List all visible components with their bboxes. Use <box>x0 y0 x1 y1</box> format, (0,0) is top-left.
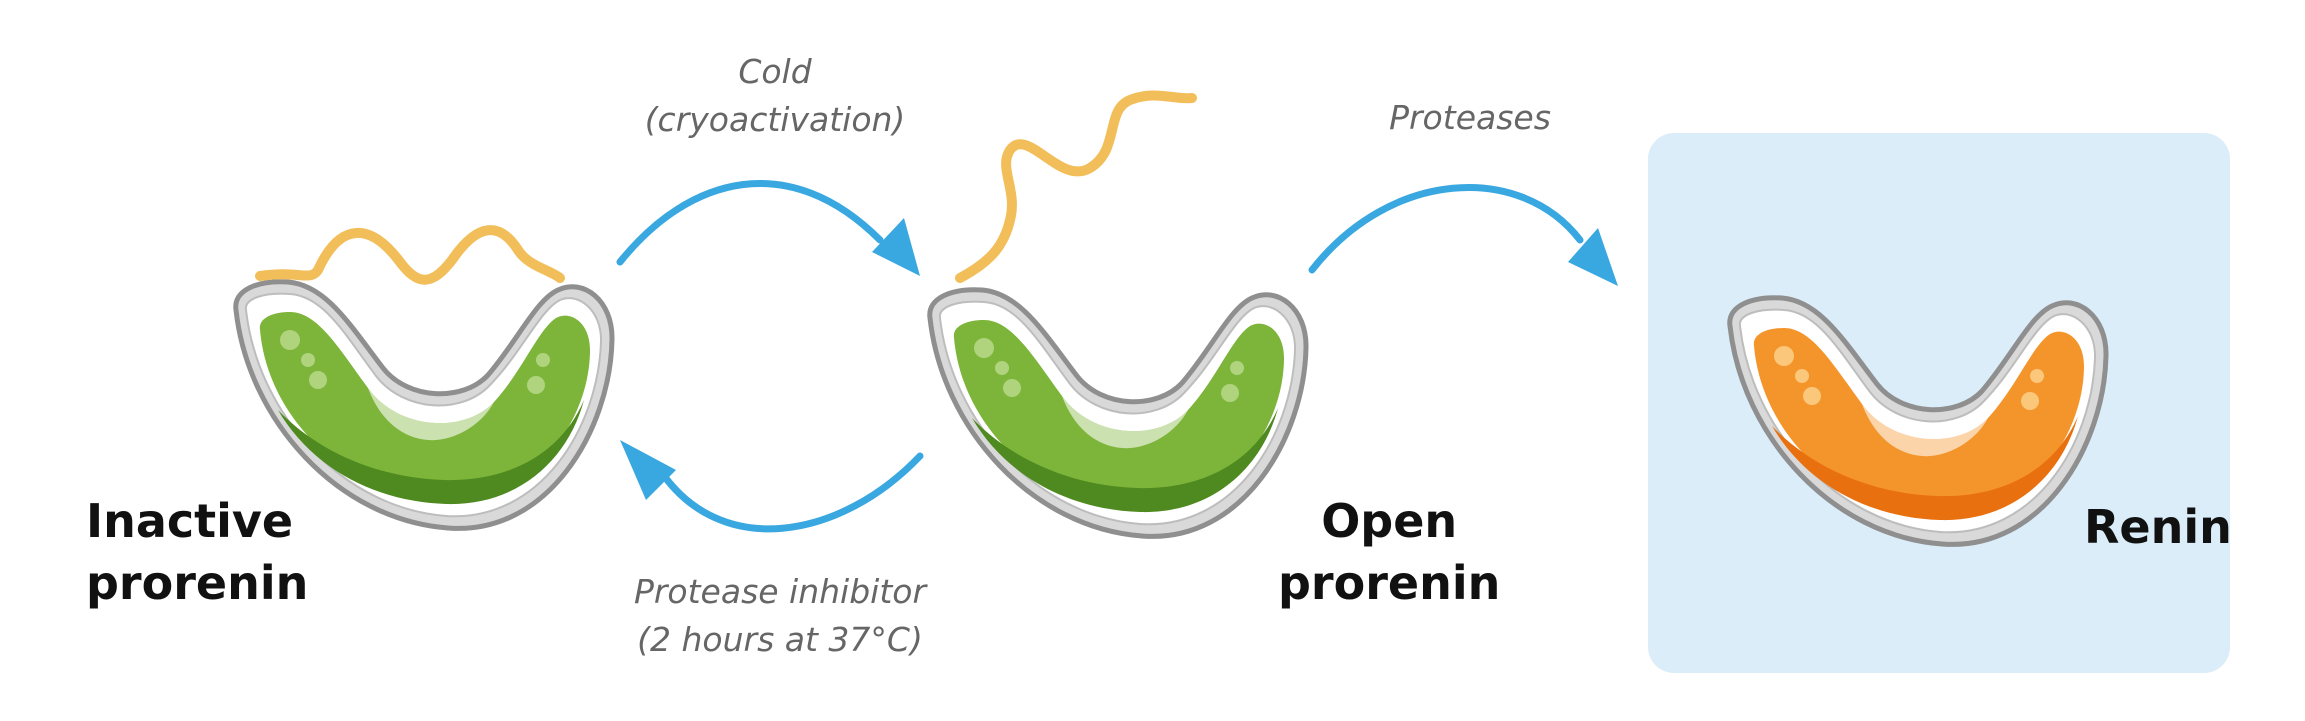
renin-shape <box>1727 295 2109 547</box>
note-inhibitor-line2: (2 hours at 37°C) <box>637 620 923 659</box>
open-prosegment <box>955 90 1197 283</box>
label-renin: Renin <box>2084 496 2232 558</box>
note-cold-line1: Cold <box>738 52 812 91</box>
note-inhibitor: Protease inhibitor (2 hours at 37°C) <box>620 568 940 664</box>
arrow-proteases <box>1308 184 1618 286</box>
label-open-line2: prorenin <box>1278 556 1501 610</box>
open-prorenin-shape <box>927 90 1309 539</box>
note-proteases: Proteases <box>1370 94 1570 142</box>
renin-panel <box>1648 133 2230 673</box>
label-open-line1: Open <box>1321 494 1458 548</box>
label-inactive-line1: Inactive <box>86 494 294 548</box>
label-open-prorenin: Open prorenin <box>1278 490 1500 614</box>
label-inactive-prorenin: Inactive prorenin <box>86 490 308 614</box>
note-cold: Cold (cryoactivation) <box>640 48 910 144</box>
note-inhibitor-line1: Protease inhibitor <box>633 572 927 611</box>
note-proteases-text: Proteases <box>1389 98 1551 137</box>
note-cold-line2: (cryoactivation) <box>644 100 906 139</box>
inactive-prorenin-shape <box>233 225 615 531</box>
arrow-inhibitor <box>620 440 924 533</box>
arrow-cold <box>616 180 920 276</box>
label-renin-text: Renin <box>2084 500 2232 554</box>
label-inactive-line2: prorenin <box>86 556 309 610</box>
inactive-prosegment <box>255 225 565 285</box>
